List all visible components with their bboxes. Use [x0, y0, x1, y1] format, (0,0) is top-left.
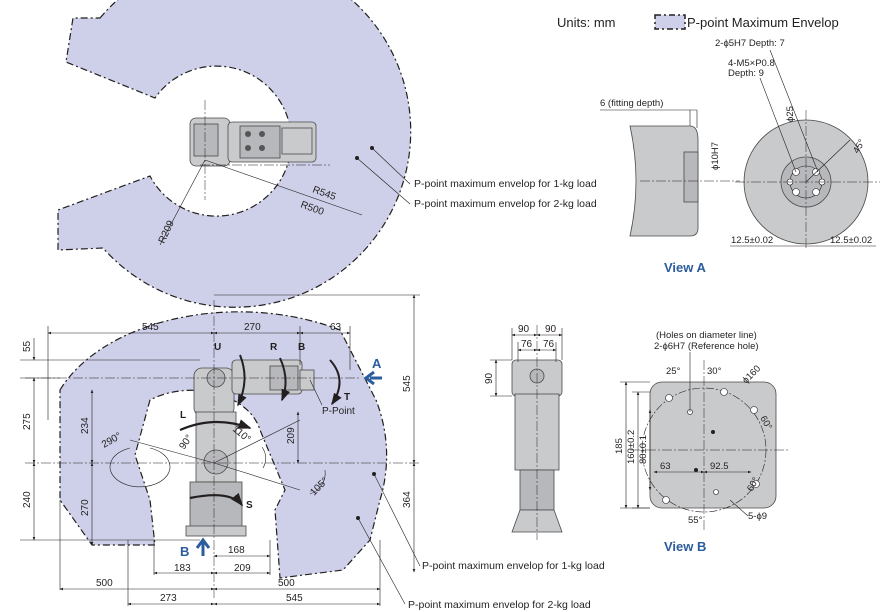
axis-b-label: B	[298, 342, 305, 353]
dim-500-left: 500	[96, 578, 113, 589]
view-a-marker: A	[372, 356, 382, 371]
axis-u-label: U	[214, 342, 221, 353]
side-callout-2kg: P-point maximum envelop for 2-kg load	[408, 599, 591, 611]
dim-364: 364	[402, 491, 413, 508]
dim-168: 168	[228, 545, 245, 556]
front-dim-90a: 90	[518, 324, 530, 335]
fitting-depth-label: 6 (fitting depth)	[600, 98, 663, 109]
left-offset-label: 12.5±0.02	[731, 235, 773, 246]
p-point-label: P-Point	[322, 406, 355, 417]
tapped-holes-label: 4-M5×P0.8	[728, 58, 775, 69]
tapped-depth-label: Depth: 9	[728, 68, 764, 79]
holes-5-phi9: 5-ϕ9	[748, 511, 767, 522]
dim-209-bottom: 209	[234, 563, 251, 574]
dim-545-left: 545	[142, 322, 159, 333]
dim-545-right: 545	[402, 375, 413, 392]
dim-55: 55	[22, 340, 33, 352]
view-a-title: View A	[664, 260, 707, 275]
front-dim-76a: 76	[521, 339, 533, 350]
side-tool-flange	[299, 369, 315, 391]
angle-30: 30°	[707, 366, 722, 377]
dim-275: 275	[22, 413, 33, 430]
dim-63: 63	[330, 322, 342, 333]
angle-90: 90°	[177, 433, 195, 452]
axis-s-label: S	[246, 500, 253, 511]
top-wrist	[281, 127, 313, 155]
phi25-label: ϕ25	[785, 106, 796, 122]
top-callout-2kg: P-point maximum envelop for 2-kg load	[414, 198, 597, 210]
angle-25: 25°	[666, 366, 681, 377]
view-a-arrow	[363, 370, 382, 386]
axis-l-label: L	[180, 410, 186, 421]
front-dim-76b: 76	[543, 339, 555, 350]
dim-273: 273	[160, 593, 177, 604]
dim-545-bottom: 545	[286, 593, 303, 604]
dim-500-right: 500	[278, 578, 295, 589]
header: Units: mm P-point Maximum Envelop	[557, 14, 839, 30]
rotation-r-arrow	[279, 357, 291, 402]
front-dim-90b: 90	[545, 324, 557, 335]
top-arm-panel	[239, 125, 281, 159]
rotation-u-arrow	[237, 354, 247, 407]
dim-92-5: 92.5	[710, 461, 729, 472]
dim-270: 270	[244, 322, 261, 333]
top-envelope	[57, 0, 412, 308]
axis-r-label: R	[270, 342, 278, 353]
view-a-flange	[683, 151, 699, 203]
view-b: (Holes on diameter line) 2-ϕ6H7 (Referen…	[614, 330, 790, 554]
dim-80: 80±0.1	[638, 435, 649, 464]
front-view: 90 90 76 76 90	[484, 324, 563, 540]
top-view: R209 R545 R500 P-point maximum envelop f…	[57, 0, 597, 308]
dim-209: 209	[286, 427, 297, 444]
top-callout-1kg: P-point maximum envelop for 1-kg load	[414, 178, 597, 190]
side-base-plate	[185, 525, 247, 537]
dim-270-inner: 270	[80, 499, 91, 516]
ref-holes-label: 2-ϕ6H7 (Reference hole)	[654, 341, 759, 352]
top-base-inner	[193, 123, 219, 157]
dim-240: 240	[22, 491, 33, 508]
dim-63-b: 63	[660, 461, 671, 472]
side-base	[189, 481, 243, 529]
legend-swatch	[654, 14, 686, 30]
phi10-label: ϕ10H7	[710, 142, 721, 170]
front-dim-90-side: 90	[484, 372, 495, 384]
dim-234: 234	[80, 417, 91, 434]
rotation-s-arrow	[189, 492, 244, 507]
dim-183: 183	[174, 563, 191, 574]
rotation-l-arrow	[179, 419, 252, 432]
units-label: Units: mm	[557, 15, 616, 30]
view-a: 6 (fitting depth) ϕ10H7 2-ϕ5H7 Depth: 7 …	[600, 38, 880, 275]
side-callout-1kg: P-point maximum envelop for 1-kg load	[422, 560, 605, 572]
view-b-title: View B	[664, 539, 706, 554]
dim-160: 160±0.2	[626, 430, 637, 464]
rotation-t-arrow	[329, 359, 342, 406]
pin-holes-label: 2-ϕ5H7 Depth: 7	[715, 38, 785, 49]
view-b-marker: B	[180, 544, 189, 559]
holes-note: (Holes on diameter line)	[656, 330, 757, 341]
angle-55: 55°	[688, 515, 703, 526]
axis-t-label: T	[344, 392, 350, 403]
legend-label: P-point Maximum Envelop	[687, 15, 839, 30]
view-b-arrow	[195, 537, 211, 556]
right-offset-label: 12.5±0.02	[830, 235, 872, 246]
dim-185: 185	[614, 438, 625, 454]
